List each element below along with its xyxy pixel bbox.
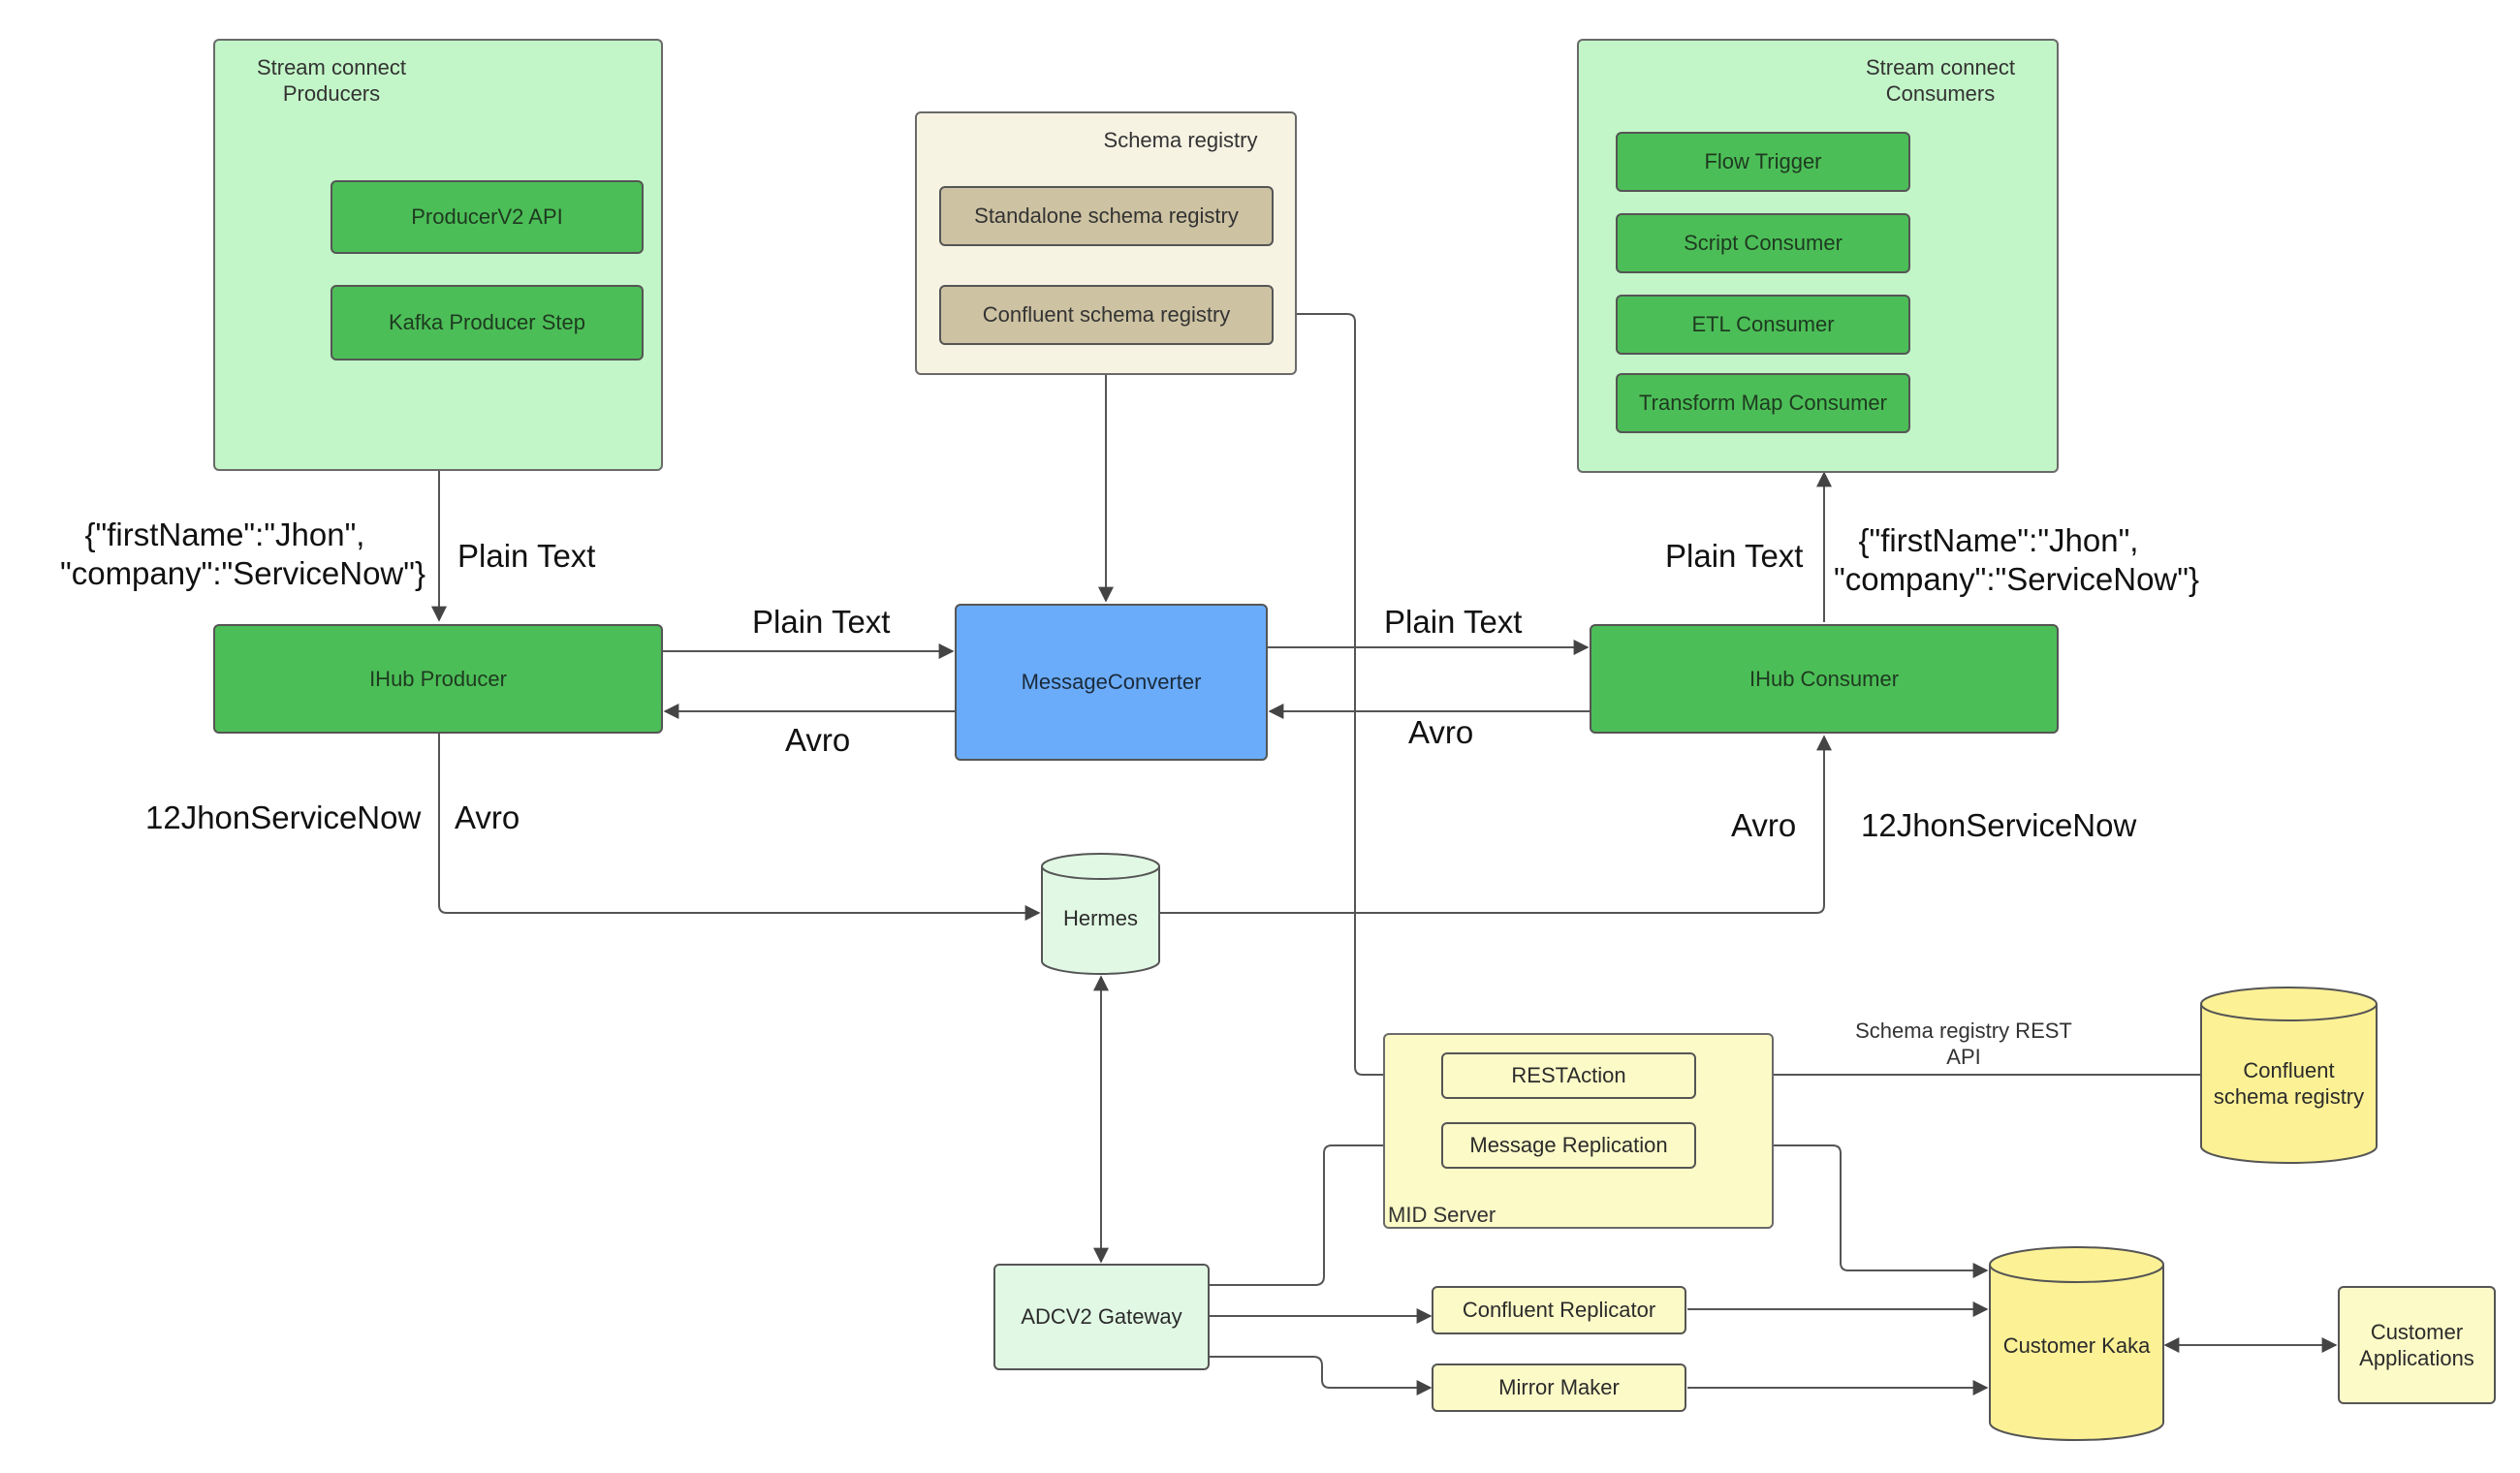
consumers-group-title: Stream connect Consumers xyxy=(1865,55,2016,106)
plain-text-producer-down-label: Plain Text xyxy=(457,538,596,574)
hermes-label: Hermes xyxy=(1062,906,1138,931)
hermes-node[interactable]: Hermes xyxy=(1041,853,1160,975)
customer-kaka-node[interactable]: Customer Kaka xyxy=(1989,1246,2164,1442)
edge-replication-kaka xyxy=(1695,1138,1989,1278)
confluent-db-label: Confluent schema registry xyxy=(2213,1057,2365,1110)
hermes-cylinder-shape xyxy=(1041,853,1160,975)
etl-consumer-node[interactable]: ETL Consumer xyxy=(1616,295,1910,355)
message-replication-node[interactable]: Message Replication xyxy=(1441,1122,1696,1169)
transform-map-consumer-node[interactable]: Transform Map Consumer xyxy=(1616,373,1910,433)
edge-producer-to-hermes xyxy=(438,733,1041,921)
edge-adcv2-to-mirror xyxy=(1210,1356,1433,1395)
avro-converter-back-label: Avro xyxy=(785,722,851,758)
schema-registry-rest-api-label: Schema registry REST API xyxy=(1855,1019,2072,1069)
plain-text-converter-in-label: Plain Text xyxy=(752,604,891,640)
plain-text-converter-out-label: Plain Text xyxy=(1384,604,1523,640)
serialized-right-label: 12JhonServiceNow xyxy=(1861,807,2137,843)
ihub-producer-node[interactable]: IHub Producer xyxy=(213,624,663,734)
confluent-schema-registry-node[interactable]: Confluent schema registry xyxy=(939,285,1274,345)
producers-group xyxy=(213,39,663,471)
producer-v2-api-node[interactable]: ProducerV2 API xyxy=(331,180,644,254)
json-payload-left-label: {"firstName":"Jhon", "company":"ServiceN… xyxy=(60,517,426,591)
serialized-left-label: 12JhonServiceNow xyxy=(145,799,422,835)
ihub-consumer-node[interactable]: IHub Consumer xyxy=(1590,624,2059,734)
producers-group-title: Stream connect Producers xyxy=(256,55,407,106)
script-consumer-node[interactable]: Script Consumer xyxy=(1616,213,1910,273)
customer-kaka-cylinder-shape xyxy=(1989,1246,2164,1441)
confluent-schema-registry-db-node[interactable]: Confluent schema registry xyxy=(2200,987,2378,1164)
adcv2-gateway-node[interactable]: ADCV2 Gateway xyxy=(993,1264,1210,1370)
customer-kaka-label: Customer Kaka xyxy=(2002,1333,2151,1359)
avro-left-label: Avro xyxy=(455,799,520,835)
confluent-db-cylinder-shape xyxy=(2200,987,2378,1164)
schema-registry-group-title: Schema registry xyxy=(1103,128,1258,152)
plain-text-consumer-up-label: Plain Text xyxy=(1665,538,1804,574)
json-payload-right-label: {"firstName":"Jhon", "company":"ServiceN… xyxy=(1834,522,2200,597)
confluent-replicator-node[interactable]: Confluent Replicator xyxy=(1432,1286,1686,1334)
customer-applications-node[interactable]: Customer Applications xyxy=(2338,1286,2496,1404)
mid-server-group-title: MID Server xyxy=(1388,1203,1496,1227)
edge-hermes-to-consumer xyxy=(1160,735,1832,914)
kafka-producer-step-node[interactable]: Kafka Producer Step xyxy=(331,285,644,360)
edge-adcv2-to-replication xyxy=(1210,1138,1442,1286)
mirror-maker-node[interactable]: Mirror Maker xyxy=(1432,1363,1686,1412)
message-converter-node[interactable]: MessageConverter xyxy=(955,604,1268,761)
flow-trigger-node[interactable]: Flow Trigger xyxy=(1616,132,1910,192)
edge-restaction-to-schema xyxy=(1272,306,1442,1076)
rest-action-node[interactable]: RESTAction xyxy=(1441,1052,1696,1099)
avro-right-label: Avro xyxy=(1731,807,1797,843)
avro-consumer-back-label: Avro xyxy=(1408,714,1474,750)
standalone-schema-registry-node[interactable]: Standalone schema registry xyxy=(939,186,1274,246)
